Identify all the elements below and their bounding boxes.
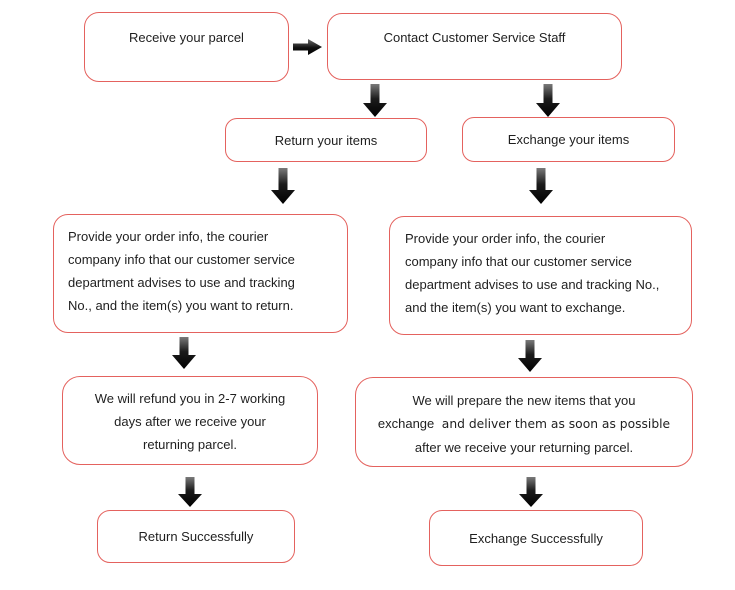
flow-node-text-line: No., and the item(s) you want to return.	[68, 298, 294, 313]
flow-node-prepare-info: We will prepare the new items that you e…	[355, 377, 693, 467]
flow-node-text-line: company info that our customer service	[405, 254, 632, 269]
arrow-down-icon	[529, 168, 553, 204]
flow-node-exchange-success: Exchange Successfully	[429, 510, 643, 566]
flow-node-text-line: days after we receive your	[114, 414, 266, 429]
flow-node-text-line: returning parcel.	[143, 437, 237, 452]
arrow-down-icon	[172, 337, 196, 369]
flow-node-text-line: after we receive your returning parcel.	[414, 440, 634, 455]
flow-node-label: Contact Customer Service Staff	[383, 30, 566, 45]
arrow-down-icon	[271, 168, 295, 204]
arrow-down-icon	[536, 84, 560, 117]
flow-node-exchange-info: Provide your order info, the courier com…	[389, 216, 692, 335]
arrow-down-icon	[518, 340, 542, 372]
flow-node-text-line: We will refund you in 2-7 working	[94, 391, 286, 406]
arrow-down-icon	[178, 477, 202, 507]
flow-node-text-line: exchange and deliver them as soon as pos…	[356, 412, 692, 436]
arrow-down-icon	[519, 477, 543, 507]
flow-node-exchange-items: Exchange your items	[462, 117, 675, 162]
flow-node-text-line: department advises to use and tracking	[68, 275, 295, 290]
flow-node-return-items: Return your items	[225, 118, 427, 162]
flow-node-label: Exchange your items	[507, 132, 630, 147]
flow-node-text-line: Provide your order info, the courier	[68, 229, 269, 244]
flow-node-text-line: Provide your order info, the courier	[405, 231, 606, 246]
arrow-right-icon	[293, 39, 322, 55]
flow-node-contact-service: Contact Customer Service Staff	[327, 13, 622, 80]
flow-node-return-info: Provide your order info, the courier com…	[53, 214, 348, 333]
flow-node-text-line: We will prepare the new items that you	[412, 393, 636, 408]
flow-node-label: Receive your parcel	[129, 30, 244, 45]
flow-node-return-success: Return Successfully	[97, 510, 295, 563]
flow-node-label: Return Successfully	[138, 529, 254, 544]
flow-node-receive-parcel: Receive your parcel	[84, 12, 289, 82]
flow-node-text-line: department advises to use and tracking N…	[405, 277, 660, 292]
flow-node-text-segment: exchange	[377, 416, 438, 431]
arrow-down-icon	[363, 84, 387, 117]
flow-node-label: Exchange Successfully	[469, 530, 603, 546]
flow-node-label: Return your items	[274, 132, 378, 148]
flow-node-text-line: company info that our customer service	[68, 252, 295, 267]
flow-node-text-segment: and deliver them as soon as possible	[437, 417, 671, 431]
flow-node-text-line: and the item(s) you want to exchange.	[405, 300, 626, 315]
flow-node-refund-info: We will refund you in 2-7 working days a…	[62, 376, 318, 465]
